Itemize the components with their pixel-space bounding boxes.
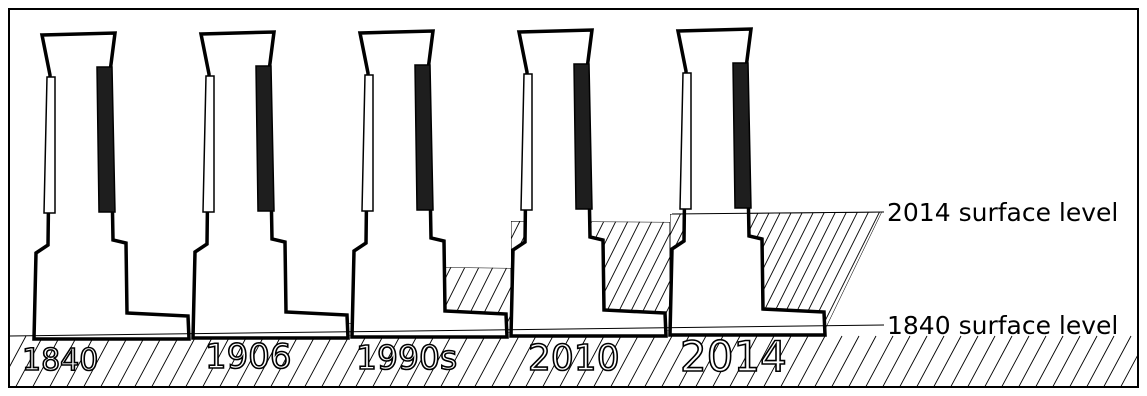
year-label-2010: 2010 (528, 338, 620, 379)
hatch-line (474, 335, 503, 386)
hatch-line (66, 335, 95, 386)
hatch-line (83, 335, 112, 386)
hatch-line (1069, 335, 1098, 386)
hatch-line (100, 335, 129, 386)
hatch-line (729, 335, 758, 386)
hatch-line (950, 335, 979, 386)
hatch-line (440, 335, 469, 386)
hatch-line (457, 335, 486, 386)
hatch-line (117, 335, 146, 386)
hatch-line (1103, 335, 1132, 386)
hatch-line (1086, 335, 1115, 386)
hatch-line (321, 335, 350, 386)
hatch-line (576, 335, 605, 386)
pillar-dark-band (96, 66, 116, 213)
hatch-line (525, 335, 554, 386)
hatch-line (15, 335, 44, 386)
hatch-line (168, 335, 197, 386)
hatch-line (406, 335, 435, 386)
pillar-3 (509, 28, 668, 338)
hatch-line (661, 335, 690, 386)
hatch-line (712, 335, 741, 386)
hatch-line (338, 335, 367, 386)
lower-surface-line (9, 324, 885, 337)
hatch-line (814, 335, 843, 386)
stone-pillars (32, 27, 827, 341)
pillar-light-band (679, 72, 692, 210)
pillar-light-band (361, 74, 374, 212)
pillar-light-band (520, 73, 533, 211)
hatch-line (1035, 335, 1064, 386)
hatch-line (899, 335, 928, 386)
pillar-2 (350, 29, 509, 339)
hatch-line (270, 335, 299, 386)
hatch-line (491, 335, 520, 386)
label-2014-surface-level: 2014 surface level (887, 198, 1118, 227)
hatch-line (916, 335, 945, 386)
hatch-line (882, 335, 911, 386)
upper-surface-line (671, 211, 885, 215)
hatch-line (984, 335, 1013, 386)
hatch-line (670, 212, 686, 331)
hatch-line (1001, 335, 1030, 386)
hatch-line (848, 335, 877, 386)
pillar-light-band (43, 76, 56, 214)
hatch-line (542, 335, 571, 386)
pillar-dark-band (414, 64, 434, 211)
pillar-light-band (202, 75, 215, 213)
hatch-line (236, 335, 265, 386)
hatch-line (304, 335, 333, 386)
hatch-line (780, 335, 809, 386)
hatch-line (559, 335, 588, 386)
hatch-line (134, 335, 163, 386)
hatch-line (219, 335, 248, 386)
hatch-line (763, 335, 792, 386)
hatch-line (678, 335, 707, 386)
pillar-4 (668, 27, 827, 337)
hatch-line (10, 335, 27, 367)
hatch-line (593, 335, 622, 386)
hatch-line (1120, 355, 1137, 386)
hatch-line (508, 335, 537, 386)
year-label-1906: 1906 (205, 337, 292, 377)
hatch-line (202, 335, 231, 386)
year-label-2014: 2014 (680, 332, 787, 381)
label-1840-surface-level: 1840 surface level (887, 311, 1118, 340)
year-label-1840: 1840 (22, 343, 98, 378)
hatch-line (627, 335, 656, 386)
hatch-line (423, 335, 452, 386)
hatch-line (1052, 335, 1081, 386)
hatch-line (372, 335, 401, 386)
pillar-dark-band (732, 62, 752, 209)
pillar-1 (191, 30, 350, 340)
hatch-line (865, 335, 894, 386)
hatch-line (831, 335, 860, 386)
hatch-line (933, 335, 962, 386)
hatch-line (695, 335, 724, 386)
hatch-line (511, 221, 529, 333)
hatch-line (287, 335, 316, 386)
hatch-line (389, 335, 418, 386)
hatch-line (151, 335, 180, 386)
hatch-line (185, 335, 214, 386)
hatch-line (355, 335, 384, 386)
hatch-line (644, 335, 673, 386)
hatch-line (797, 335, 826, 386)
ground-hatching (10, 335, 1137, 386)
hatch-line (746, 335, 775, 386)
pillar-dark-band (573, 63, 593, 210)
hatch-line (253, 335, 282, 386)
hatch-line (49, 335, 78, 386)
hatch-line (610, 335, 639, 386)
pillar-0 (32, 31, 191, 341)
pillar-dark-band (255, 65, 275, 212)
year-label-1990s: 1990s (356, 338, 457, 377)
hatch-line (32, 335, 61, 386)
hatch-line (967, 335, 996, 386)
hatch-line (1018, 335, 1047, 386)
